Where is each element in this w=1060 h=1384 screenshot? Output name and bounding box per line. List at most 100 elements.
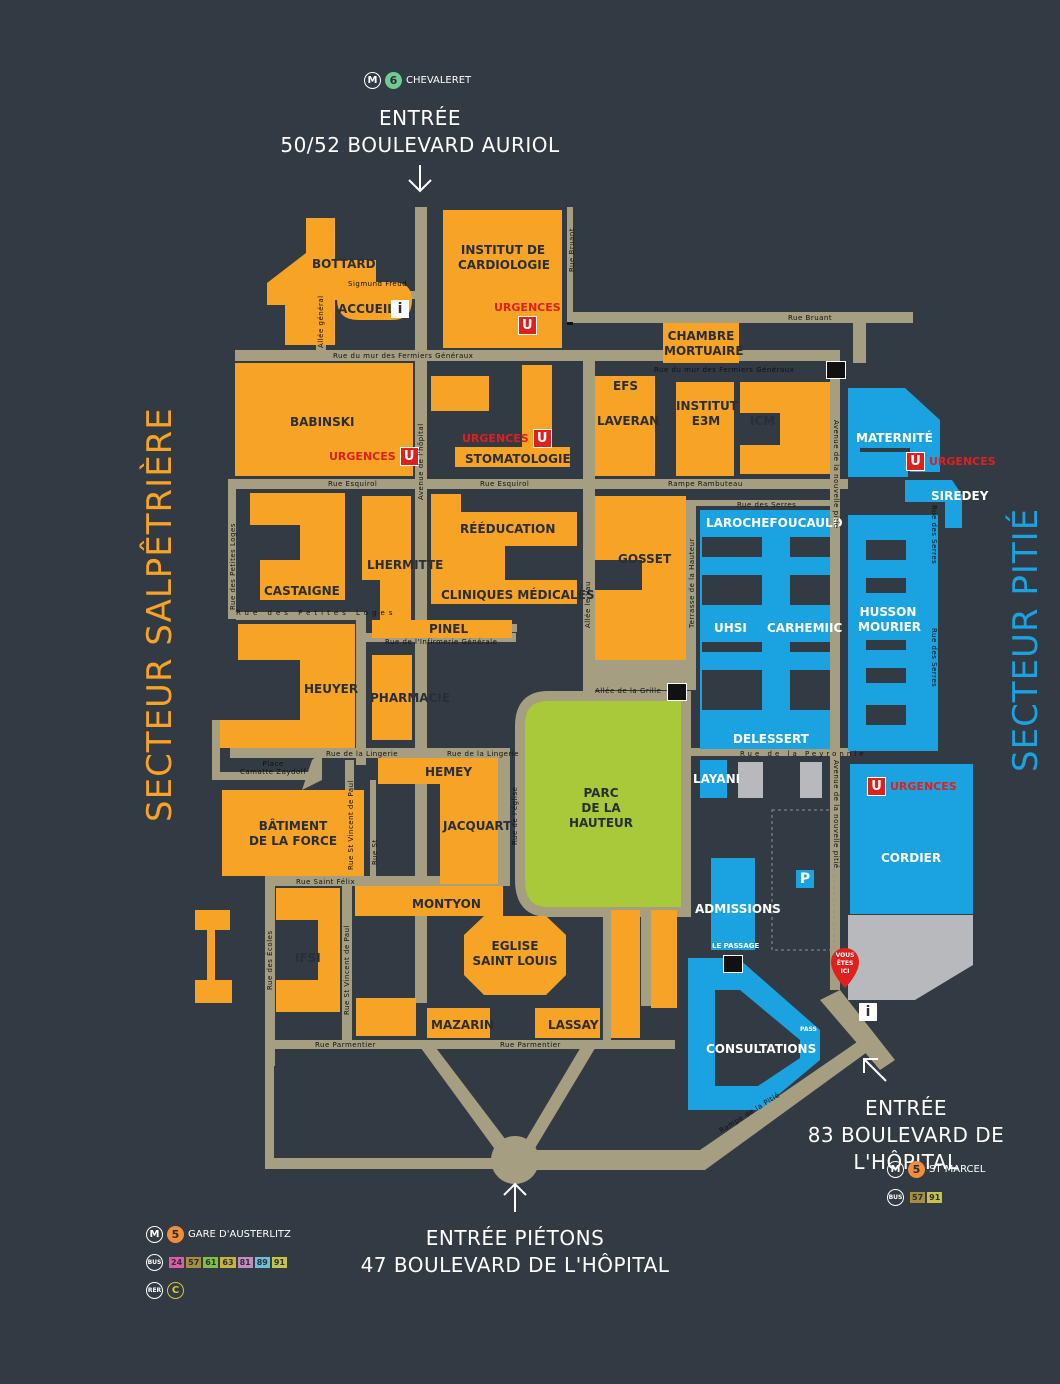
babinski-label[interactable]: BABINSKI: [290, 415, 355, 429]
bottard-label[interactable]: BOTTARD: [312, 257, 376, 271]
urgences-babinski[interactable]: URGENCES U: [329, 447, 419, 466]
entrance-north-line2: 50/52 BOULEVARD AURIOL: [280, 133, 560, 157]
bus-line: 24: [169, 1257, 185, 1268]
bus-line: 89: [254, 1257, 270, 1268]
metro-line-badge: 5: [167, 1226, 184, 1243]
ifsi-label[interactable]: IFSI: [295, 951, 321, 965]
lhermitte-label[interactable]: LHERMITTE: [367, 558, 444, 572]
le-passage-label[interactable]: LE PASSAGE: [712, 942, 760, 950]
uhsi-label[interactable]: UHSI: [714, 621, 747, 635]
urgences-icon: U: [867, 777, 886, 796]
sector-pitie: SECTEUR PITIÉ: [1006, 507, 1046, 772]
montyon-label[interactable]: MONTYON: [412, 897, 481, 911]
info-icon-accueil[interactable]: i: [391, 300, 409, 318]
urgences-icon: U: [906, 452, 925, 471]
entrance-south-line1: ENTRÉE PIÉTONS: [425, 1226, 605, 1250]
transit-sw-metro: M 5 GARE D'AUSTERLITZ: [146, 1226, 291, 1243]
urgences-text: URGENCES: [929, 455, 996, 468]
siredey-label[interactable]: SIREDEY: [931, 489, 989, 503]
urgences-text: URGENCES: [462, 432, 529, 445]
street-allee-vau: Allée le Vau: [584, 581, 592, 628]
rer-line-badge: C: [167, 1282, 184, 1299]
arrow-up-icon: [503, 1182, 527, 1212]
icm-label[interactable]: ICM: [750, 414, 776, 428]
pharmacie-label[interactable]: PHARMACIE: [370, 691, 451, 705]
street-peyronnie: Rue de la Peyronnie: [740, 750, 867, 758]
admissions-label[interactable]: ADMISSIONS: [695, 902, 781, 916]
urgences-cordier[interactable]: U URGENCES: [867, 777, 957, 796]
cliniques-medicales-label[interactable]: CLINIQUES MÉDICALES: [441, 588, 595, 602]
hemey-label[interactable]: HEMEY: [425, 765, 473, 779]
husson-mourier-label[interactable]: HUSSON MOURIER: [858, 605, 922, 634]
entrance-south-line2: 47 BOULEVARD DE L'HÔPITAL: [360, 1253, 670, 1277]
entrance-north[interactable]: ENTRÉE 50/52 BOULEVARD AURIOL: [270, 105, 570, 202]
metro-icon: M: [146, 1226, 163, 1243]
maternite-label[interactable]: MATERNITÉ: [856, 431, 933, 445]
urgences-icon: U: [517, 316, 537, 335]
cordier-label[interactable]: CORDIER: [881, 851, 942, 865]
street-terrasse: Terrasse de la Hauteur: [688, 538, 696, 628]
stomatologie-label[interactable]: STOMATOLOGIE: [465, 452, 571, 466]
institut-e3m-label[interactable]: INSTITUT E3M: [676, 399, 738, 428]
jacquart-label[interactable]: JACQUART: [443, 819, 512, 833]
street-st-vincent-2: Rue St Vincent de Paul: [343, 924, 351, 1015]
transit-sw-bus: BUS 24 57 61 63 81 89 91: [146, 1254, 287, 1271]
laveran-label[interactable]: LAVERAN: [597, 414, 660, 428]
street-mur-fermiers-e: Rue du mur des Fermiers Généraux: [654, 366, 795, 374]
batiment-force-label[interactable]: BÂTIMENT DE LA FORCE: [248, 819, 338, 848]
mazarin-label[interactable]: MAZARIN: [431, 1018, 494, 1032]
pinel-label[interactable]: PINEL: [429, 622, 469, 636]
info-icon-east[interactable]: i: [859, 1003, 877, 1021]
urgences-cardiologie[interactable]: URGENCES U: [494, 301, 561, 335]
street-rue-st: Rue St: [371, 839, 379, 865]
street-rue-esquirol-1: Rue Esquirol: [328, 480, 378, 488]
entrance-south[interactable]: ENTRÉE PIÉTONS 47 BOULEVARD DE L'HÔPITAL: [350, 1225, 680, 1279]
delessert-label[interactable]: DELESSERT: [733, 732, 809, 746]
lassay-label[interactable]: LASSAY: [548, 1018, 599, 1032]
urgences-maternite[interactable]: U URGENCES: [906, 452, 996, 471]
metro-icon: M: [364, 72, 381, 89]
urgences-text: URGENCES: [890, 780, 957, 793]
gosset-label[interactable]: GOSSET: [618, 552, 672, 566]
street-allee-grille: Allée de la Grille: [595, 687, 662, 695]
institut-cardiologie-label[interactable]: INSTITUT DE CARDIOLOGIE: [458, 243, 550, 272]
street-allee-general: Allée général: [317, 295, 325, 348]
castaigne-label[interactable]: CASTAIGNE: [264, 584, 340, 598]
entrance-north-line1: ENTRÉE: [379, 106, 461, 130]
consultations-label[interactable]: CONSULTATIONS: [706, 1042, 817, 1056]
metro-station: GARE D'AUSTERLITZ: [188, 1229, 291, 1240]
carhemiic-label[interactable]: CARHEMIIC: [767, 621, 843, 635]
bus-line: 91: [927, 1192, 943, 1203]
street-rue-eglise: Rue de l'église: [511, 786, 519, 845]
bus-line: 57: [910, 1192, 926, 1203]
you-are-here-marker: VOUS ÊTES ICI: [831, 948, 859, 988]
bus-line: 81: [237, 1257, 253, 1268]
street-rampe-rambuteau: Rampe Rambuteau: [668, 480, 743, 488]
street-lingerie-1: Rue de la Lingerie: [326, 750, 399, 758]
entrance-east[interactable]: ENTRÉE 83 BOULEVARD DE L'HÔPITAL: [752, 1095, 1060, 1176]
arrow-up-left-icon: [863, 1058, 887, 1082]
accueil-label[interactable]: ACCUEIL: [338, 302, 395, 316]
parking-icon[interactable]: P: [799, 871, 811, 887]
street-avenue-pitie-2: Avenue de la nouvelle pitié: [832, 760, 840, 869]
urgences-stomatologie[interactable]: URGENCES U: [462, 429, 552, 448]
street-avenue-hopital: Avenue de l'hôpital: [417, 423, 425, 500]
larochefoucauld-label[interactable]: LAROCHEFOUCAULD: [706, 516, 843, 530]
street-rue-serres-v1: Rue des Serres: [930, 505, 938, 565]
street-petites-loges-h: Rue des Petites Loges: [236, 609, 397, 617]
heuyer-label[interactable]: HEUYER: [304, 682, 359, 696]
you-are-here-text: VOUS ÊTES ICI: [835, 952, 855, 975]
bus-line: 91: [271, 1257, 287, 1268]
reeducation-label[interactable]: RÉÉDUCATION: [460, 522, 556, 536]
bus-icon: BUS: [887, 1189, 904, 1206]
chambre-mortuaire-label[interactable]: CHAMBRE MORTUAIRE: [664, 329, 744, 358]
street-rue-esquirol-2: Rue Esquirol: [480, 480, 530, 488]
layani-label[interactable]: LAYANI: [693, 772, 741, 786]
efs-label[interactable]: EFS: [613, 379, 639, 393]
transit-se-metro: M 5 ST MARCEL: [887, 1161, 985, 1178]
street-place-camatte: Place Camatte Zaydolf: [240, 760, 307, 776]
street-rue-serres-v2: Rue des Serres: [930, 628, 938, 688]
metro-icon: M: [887, 1161, 904, 1178]
eglise-label[interactable]: EGLISE SAINT LOUIS: [472, 939, 558, 968]
